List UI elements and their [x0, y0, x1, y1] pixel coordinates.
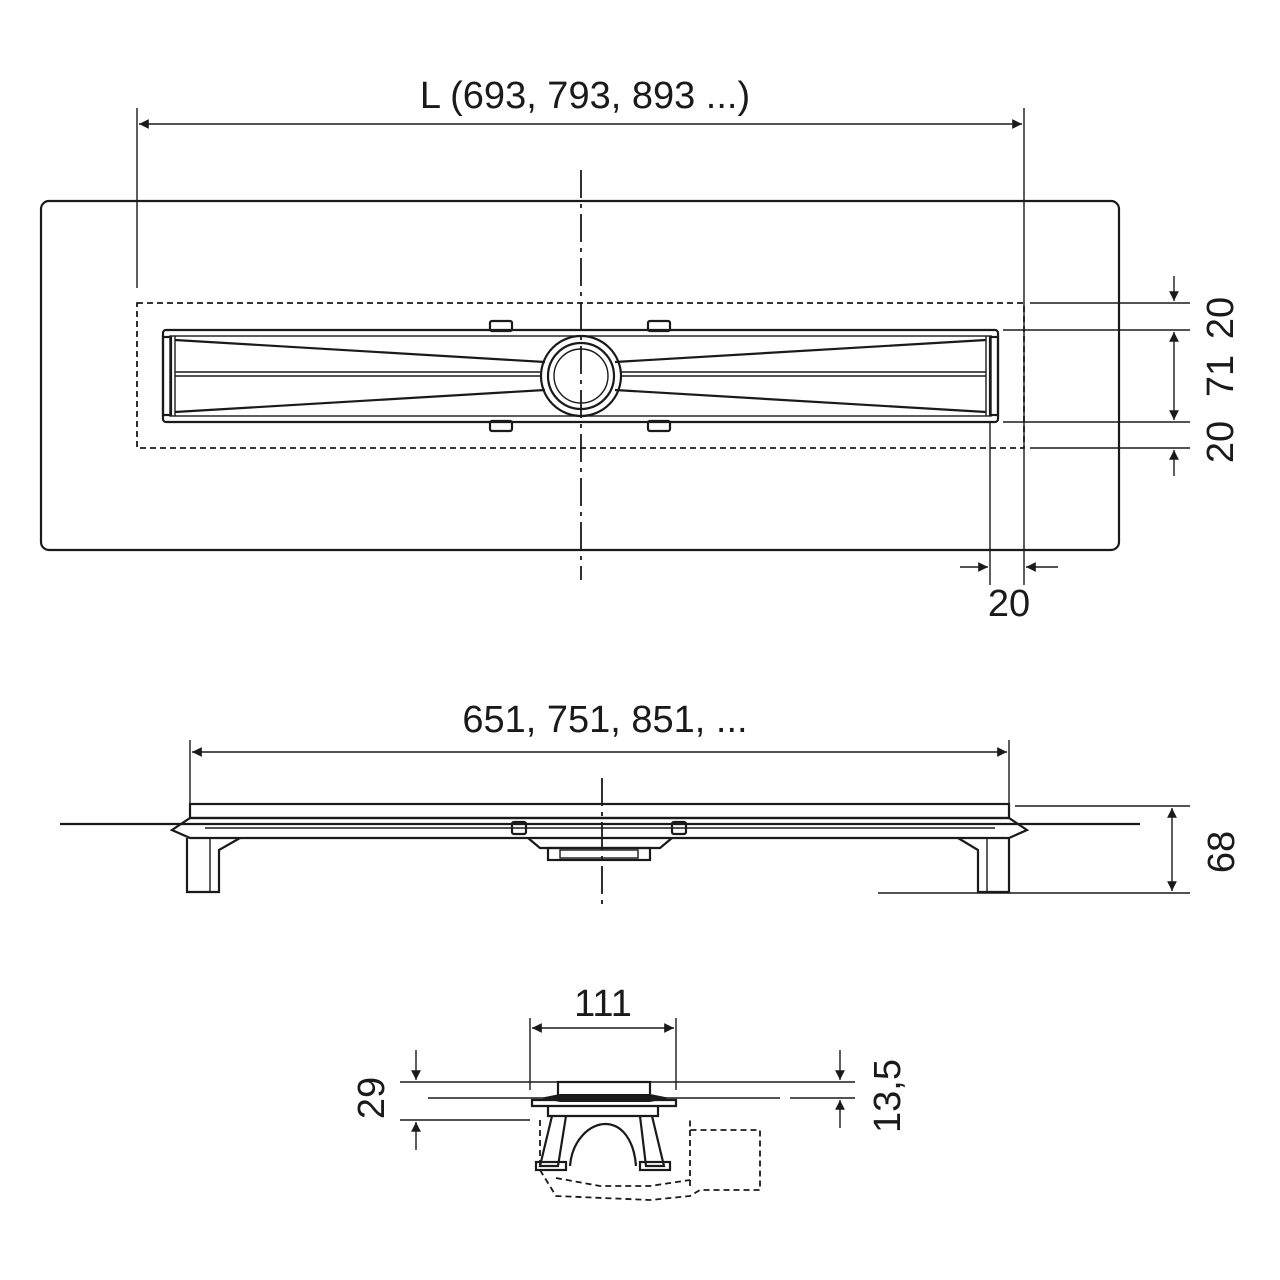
- outlet-section: [530, 1080, 678, 1172]
- offset-bottom-label: 20: [1200, 421, 1242, 463]
- side-view: 651, 751, 851, ...: [60, 699, 1243, 905]
- offset-top-label: 20: [1200, 297, 1242, 339]
- drain-channel: [161, 319, 1000, 433]
- width-label: 71: [1200, 355, 1242, 397]
- length-label: L (693, 793, 893 ...): [420, 75, 750, 117]
- top-view: L (693, 793, 893 ...): [39, 75, 1242, 625]
- side-length-label: 651, 751, 851, ...: [462, 699, 747, 741]
- detail-height-label: 13,5: [867, 1059, 909, 1133]
- detail-depth-label: 29: [351, 1077, 393, 1119]
- detail-view: 111 29 13,5: [351, 983, 909, 1201]
- side-height-label: 68: [1201, 831, 1243, 873]
- offset-side-label: 20: [988, 583, 1030, 625]
- channel-profile: [169, 802, 1030, 894]
- detail-width-label: 111: [574, 983, 632, 1025]
- floor-plate: [39, 199, 1121, 552]
